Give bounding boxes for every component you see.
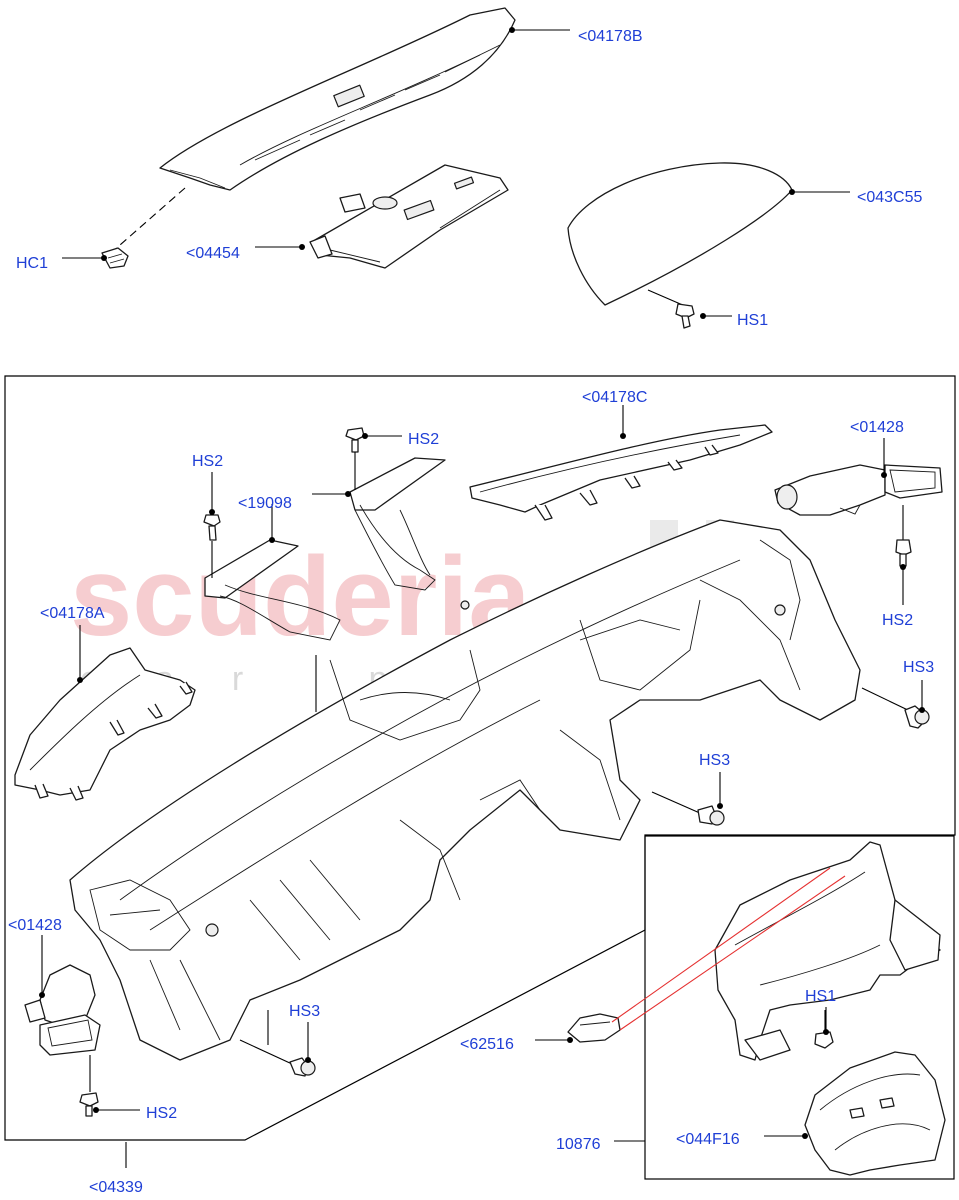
label-01428-right: <01428 [850,419,904,436]
label-hs3-a: HS3 [903,659,934,676]
part-screw-hs2-b [345,427,365,490]
label-04339: <04339 [89,1179,143,1196]
label-19098: <19098 [238,495,292,512]
label-043C55: <043C55 [857,189,922,206]
part-screw-hs3-b [651,791,725,826]
part-end-trim-a [14,647,196,801]
part-cluster-hood [714,841,941,1061]
label-hs3-b: HS3 [699,752,730,769]
main-assembly-frame [4,375,956,1141]
part-screw-hs1-b [814,1010,834,1049]
part-screw-hs3-c [239,1010,316,1077]
label-hs2-d: HS2 [146,1105,177,1122]
label-04178A: <04178A [40,605,105,622]
label-hs2-c: HS2 [882,612,913,629]
part-center-panel [309,164,509,269]
part-top-trim-c [469,424,773,521]
part-screw-hs2-a [203,514,221,578]
part-bracket-19098 [204,457,446,641]
label-044F16: <044F16 [676,1131,740,1148]
label-04178C: <04178C [582,389,647,406]
label-hc1: HC1 [16,255,48,272]
part-dome-cover [567,162,793,306]
label-hs1-top: HS1 [737,312,768,329]
part-clip-62516 [567,867,846,1043]
part-screw-hs1-top [647,289,695,329]
label-hs1-b: HS1 [805,988,836,1005]
part-clip-hc1 [101,187,186,269]
label-hs2-b: HS2 [408,431,439,448]
part-screw-hs3-a [861,687,930,729]
part-screw-hs2-c [895,505,912,567]
cluster-subassembly-frame [644,835,955,1180]
callout-labels: <04178B HC1 <04454 <043C55 HS1 <04178C H… [8,28,934,1196]
leader-lines [39,27,925,1168]
part-vent-right [774,464,943,516]
part-screw-hs2-d [79,1055,99,1117]
label-04454: <04454 [186,245,240,262]
label-01428-left: <01428 [8,917,62,934]
label-62516: <62516 [460,1036,514,1053]
label-hs2-a: HS2 [192,453,223,470]
label-hs3-c: HS3 [289,1003,320,1020]
part-vent-left [24,964,101,1056]
part-upper-trim-panel [159,7,516,191]
part-dashboard-carcass [69,519,861,1061]
label-04178B: <04178B [578,28,643,45]
label-10876: 10876 [556,1136,601,1153]
part-cluster-surround [804,1051,946,1176]
